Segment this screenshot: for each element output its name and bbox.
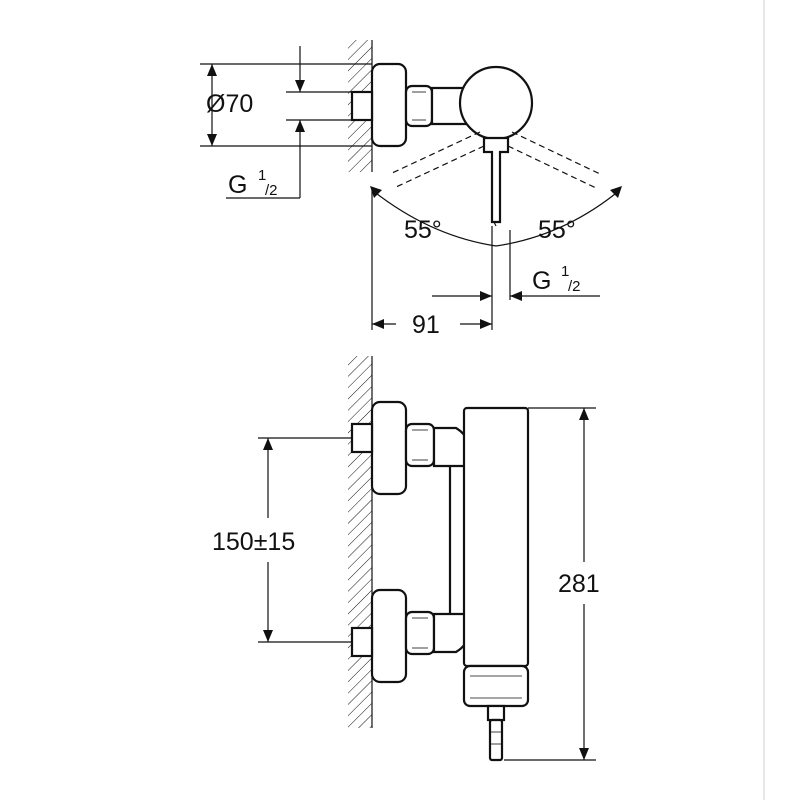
top-view: Ø70 G 1 /2 55° 55° G 1 /2 [200,40,622,339]
thread-label-right: G 1 /2 [532,263,581,295]
diameter-label: Ø70 [206,90,253,118]
angle-right-label: 55° [538,216,576,244]
svg-text:G: G [532,267,551,295]
svg-text:G: G [228,171,247,199]
spacing-label: 150±15 [212,528,295,556]
svg-text:/2: /2 [568,278,581,295]
pipe-stub-upper [350,422,374,454]
pipe-stub-top [350,90,374,122]
outlet-collar [462,664,530,708]
wall-hatch-front [348,356,372,728]
outlet-spout [486,704,506,722]
lever-top [482,136,510,224]
height-label: 281 [558,570,600,598]
rosette-lower [370,588,408,684]
projection-label: 91 [412,311,440,339]
thread-label-left: G 1 /2 [228,167,278,199]
pipe-stub-lower [350,626,374,658]
svg-text:/2: /2 [265,182,278,199]
rosette-upper [370,400,408,496]
lever-swing-left [389,131,485,189]
outlet-pipe [488,718,504,762]
lever-swing-right [507,131,601,189]
svg-text:1: 1 [258,167,266,184]
angle-left-label: 55° [404,216,442,244]
mixer-body-top [458,65,534,141]
rosette-top [370,62,408,148]
front-view: 150±15 281 [212,356,600,762]
mixer-body-front [462,406,530,668]
svg-text:1: 1 [561,263,569,280]
